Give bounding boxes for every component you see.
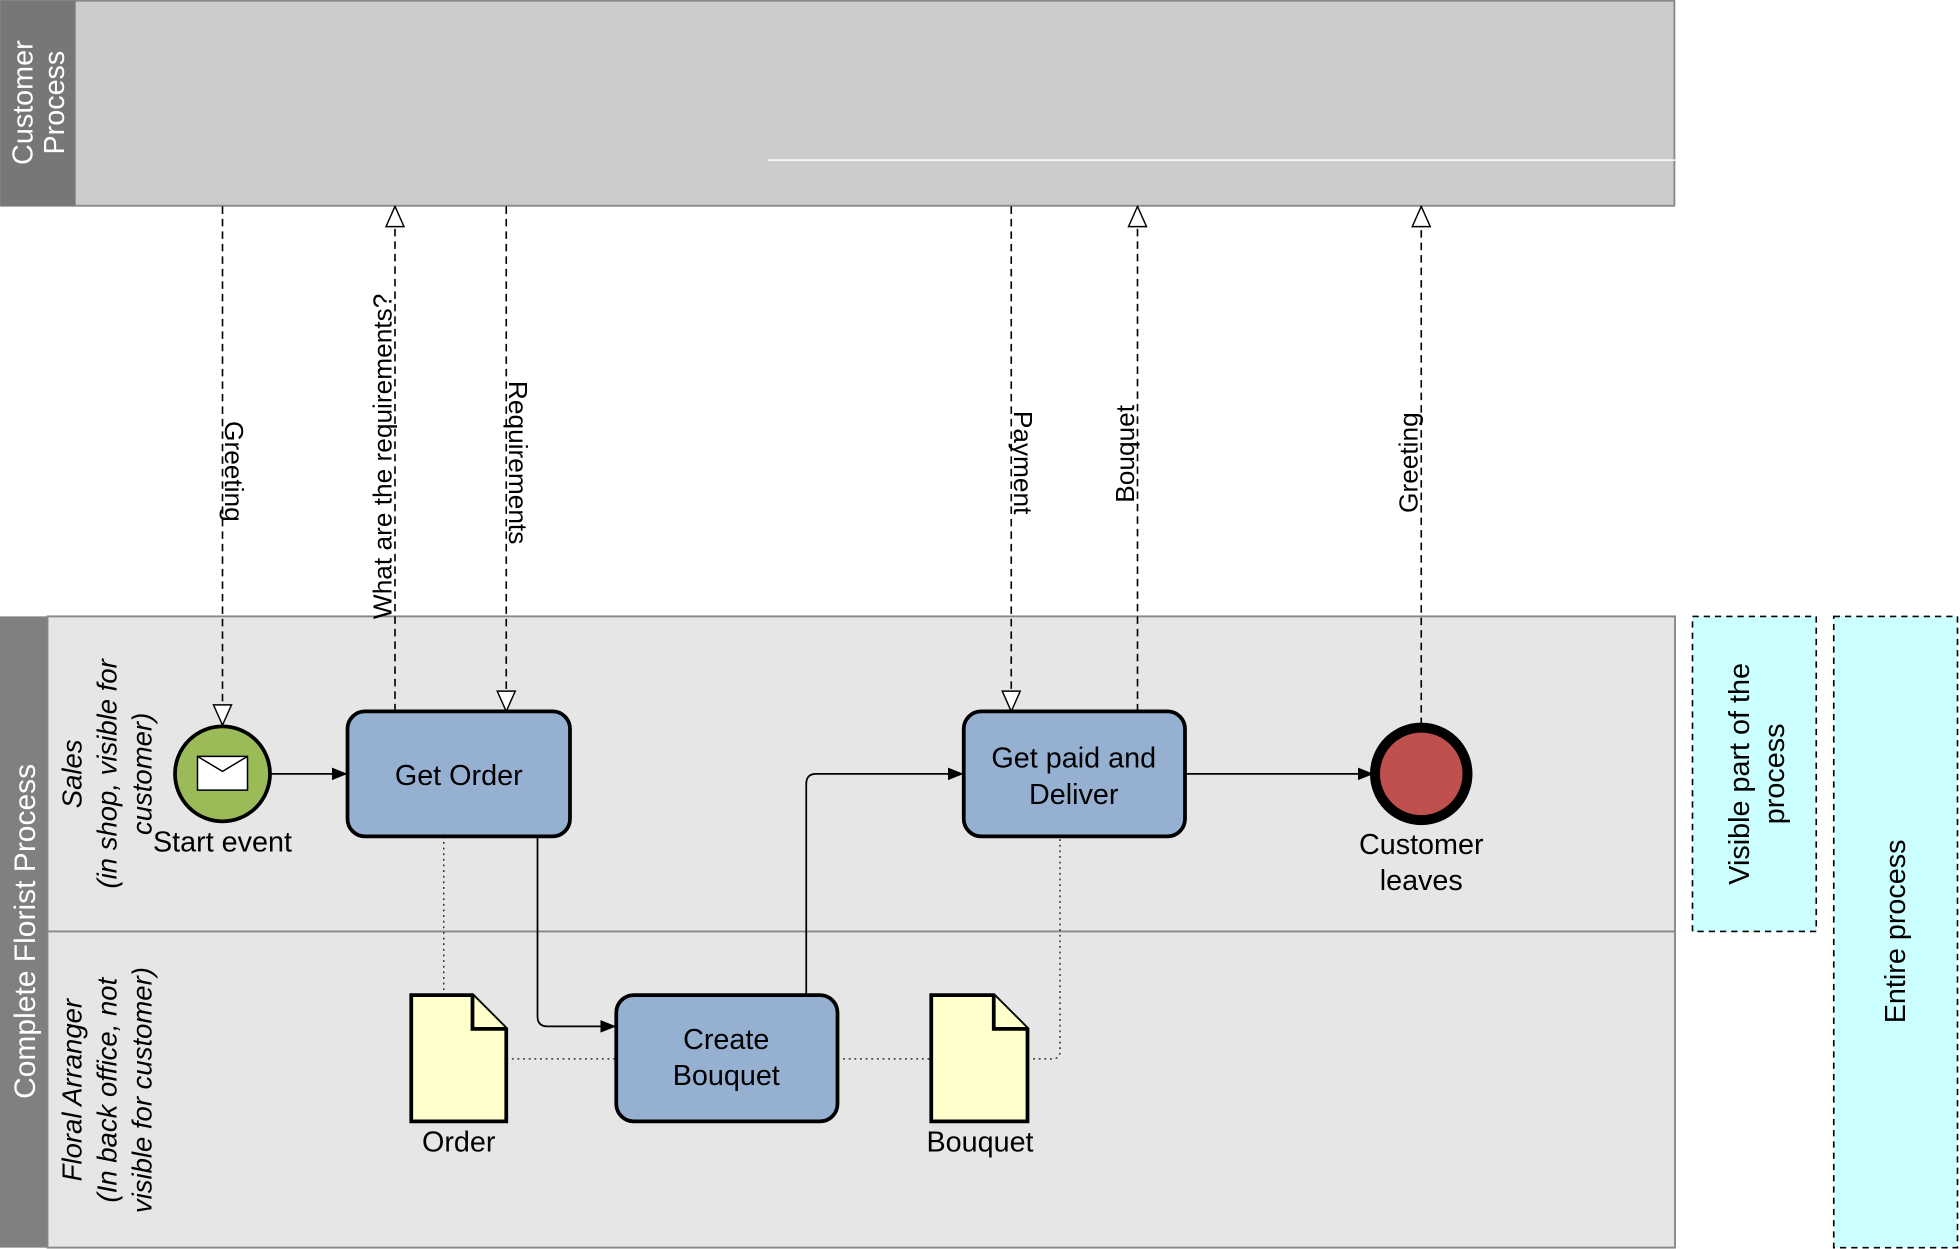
lane-sales-sub2: customer) [126, 713, 157, 835]
message-label-bouquet: Bouquet [1110, 404, 1140, 503]
florist-pool: Complete Florist Process Sales (in shop,… [0, 615, 1676, 1249]
lane-floral-sub1: (In back office, not [91, 976, 122, 1202]
customer-pool-title-2: Process [39, 51, 71, 155]
group-visible-part[interactable]: Visible part of the process [1691, 615, 1818, 933]
lane-floral-sub2: visible for customer) [126, 967, 157, 1213]
message-label-greeting-in: Greeting [219, 421, 249, 522]
task-create-bouquet[interactable]: Create Bouquet [614, 993, 840, 1124]
task-get-paid-label-1: Get paid and [991, 743, 1156, 775]
task-get-order-label: Get Order [395, 760, 523, 792]
data-object-order[interactable]: Order [409, 993, 509, 1158]
group-visible-label-1: Visible part of the [1724, 663, 1756, 885]
flow-create-bouquet-to-get-paid[interactable] [805, 767, 964, 996]
message-label-requirements-question: What are the requirements? [367, 294, 397, 619]
group-visible-label-2: process [1759, 724, 1791, 825]
message-label-requirements: Requirements [503, 381, 533, 544]
start-event[interactable]: Start event [153, 724, 292, 858]
data-object-bouquet-label: Bouquet [926, 1126, 1033, 1158]
task-get-order[interactable]: Get Order [345, 709, 572, 839]
envelope-icon [196, 755, 249, 791]
customer-pool: Customer Process [0, 0, 1676, 207]
florist-pool-title: Complete Florist Process [9, 764, 42, 1099]
task-get-paid-and-deliver[interactable]: Get paid and Deliver [961, 709, 1187, 839]
end-event-label-2: leaves [1380, 865, 1463, 897]
task-create-bouquet-label-1: Create [683, 1024, 769, 1056]
data-object-order-label: Order [422, 1126, 496, 1158]
lane-floral-title: Floral Arranger [56, 997, 87, 1181]
flow-get-order-to-create-bouquet[interactable] [536, 836, 617, 1033]
end-event-label-1: Customer [1359, 829, 1484, 861]
message-flows [223, 206, 1422, 725]
lane-floral-arranger: Floral Arranger (In back office, not vis… [56, 967, 157, 1213]
lane-sales-sub1: (in shop, visible for [91, 657, 122, 888]
group-entire-label: Entire process [1880, 839, 1912, 1023]
start-event-label: Start event [153, 826, 292, 858]
data-object-bouquet[interactable]: Bouquet [926, 993, 1034, 1158]
task-create-bouquet-label-2: Bouquet [673, 1060, 780, 1092]
message-label-greeting-out: Greeting [1394, 412, 1424, 513]
customer-pool-title: Customer [8, 40, 40, 165]
task-get-paid-label-2: Deliver [1029, 779, 1119, 811]
sequence-flows [270, 767, 1374, 1033]
data-associations [443, 836, 1061, 1060]
lane-sales-title: Sales [56, 739, 87, 808]
message-label-payment: Payment [1008, 411, 1038, 515]
lane-sales: Sales (in shop, visible for customer) [56, 657, 157, 888]
end-event[interactable]: Customer leaves [1359, 722, 1484, 898]
group-entire-process[interactable]: Entire process [1832, 615, 1959, 1249]
